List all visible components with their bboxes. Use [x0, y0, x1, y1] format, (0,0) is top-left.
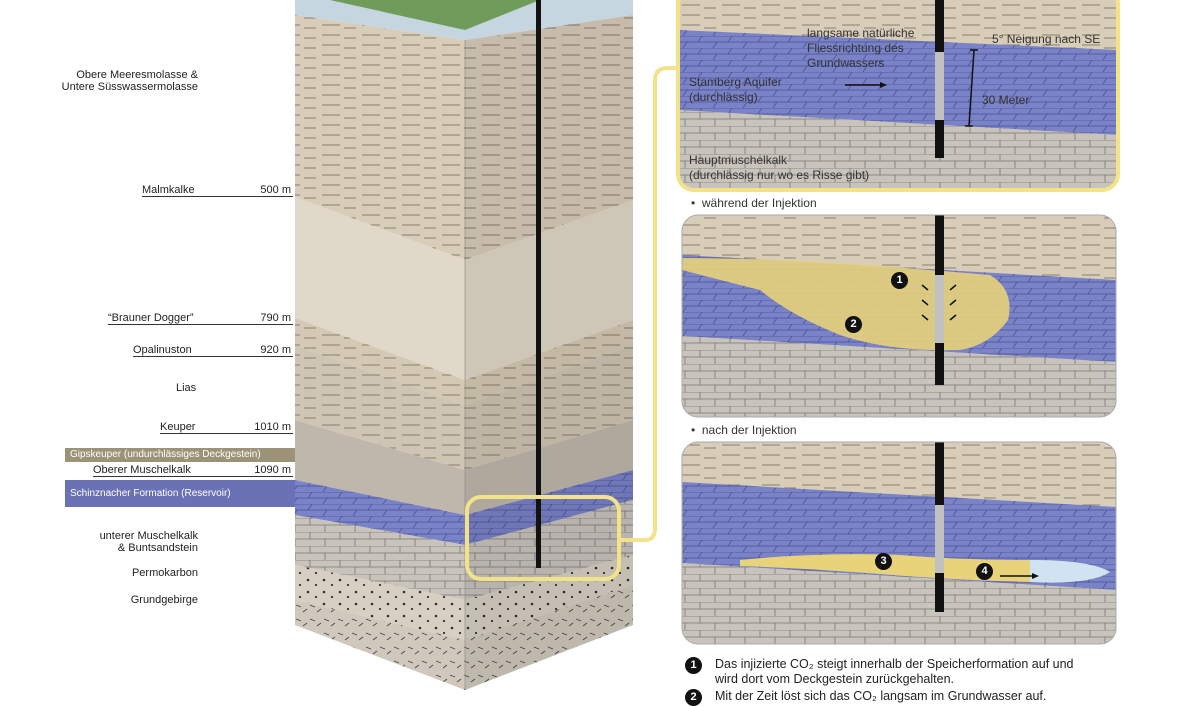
thickness-label: 30 Meter: [982, 93, 1030, 107]
during-injection-panel: [681, 214, 1117, 418]
label-permokarbon: Permokarbon: [131, 567, 198, 579]
hauptmuschelkalk-label: Hauptmuschelkalk(durchlässig nur wo es R…: [689, 153, 870, 182]
after-injection-panel: [681, 441, 1117, 645]
co2-plume: [682, 258, 1010, 351]
band-schinznacher: Schinznacher Formation (Reservoir): [65, 480, 295, 507]
borehole: [536, 0, 541, 568]
detail-panel: [676, 0, 1120, 192]
label-grundgebirge: Grundgebirge: [130, 594, 198, 606]
label-molasse: Obere Meeresmolasse &Untere Süsswassermo…: [61, 69, 198, 93]
marker-2: 2: [845, 316, 862, 333]
connector-line: [619, 66, 680, 542]
layer-keuper: [295, 420, 633, 515]
layer-malm: [295, 197, 633, 380]
dip-text: 5° Neigung nach SE: [992, 32, 1101, 46]
label-dogger: “Brauner Dogger”790 m: [108, 312, 293, 325]
stratigraphic-column: [295, 0, 633, 690]
marker-3: 3: [875, 553, 892, 570]
heading-after: • nach der Injektion: [691, 423, 797, 437]
band-gipskeuper: Gipskeuper (undurchlässiges Deckgestein): [65, 448, 295, 462]
label-unterer-muschelkalk: unterer Muschelkalk& Buntsandstein: [99, 530, 198, 554]
marker-1: 1: [891, 272, 908, 289]
aquifer-label: Stamberg Aquifer(durchlässig): [689, 75, 782, 104]
heading-during: • während der Injektion: [691, 196, 817, 210]
label-lias: Lias: [176, 382, 197, 394]
marker-4: 4: [976, 563, 993, 580]
